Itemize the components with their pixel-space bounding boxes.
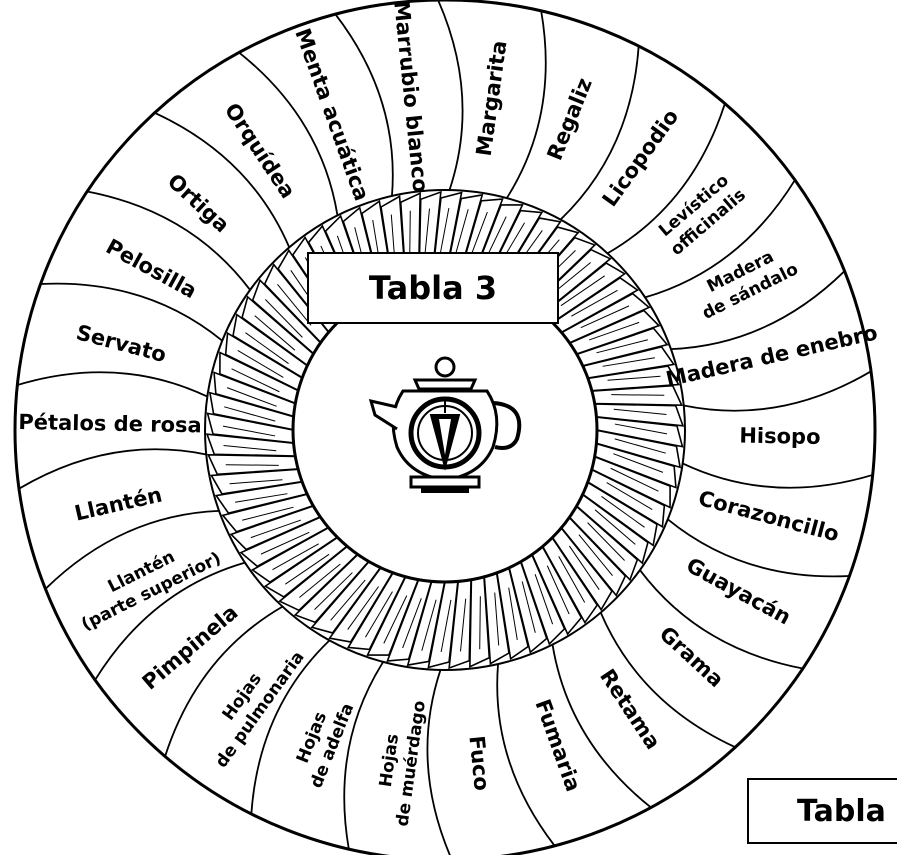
fan-card-stripe (226, 465, 279, 466)
segment-label: Pétalos de rosa (18, 410, 202, 437)
segment-13: Hisopo (739, 424, 821, 450)
corner-table-box: Tabla (747, 778, 897, 844)
corner-table-label: Tabla (797, 794, 886, 829)
table-title-box: Tabla 3 (307, 252, 559, 324)
fan-card-stripe (480, 596, 481, 649)
segment-label: Hisopo (739, 424, 821, 450)
segment-26: Pétalos de rosa (18, 410, 202, 437)
table-title: Tabla 3 (369, 269, 497, 307)
fan-card-stripe (611, 395, 664, 396)
